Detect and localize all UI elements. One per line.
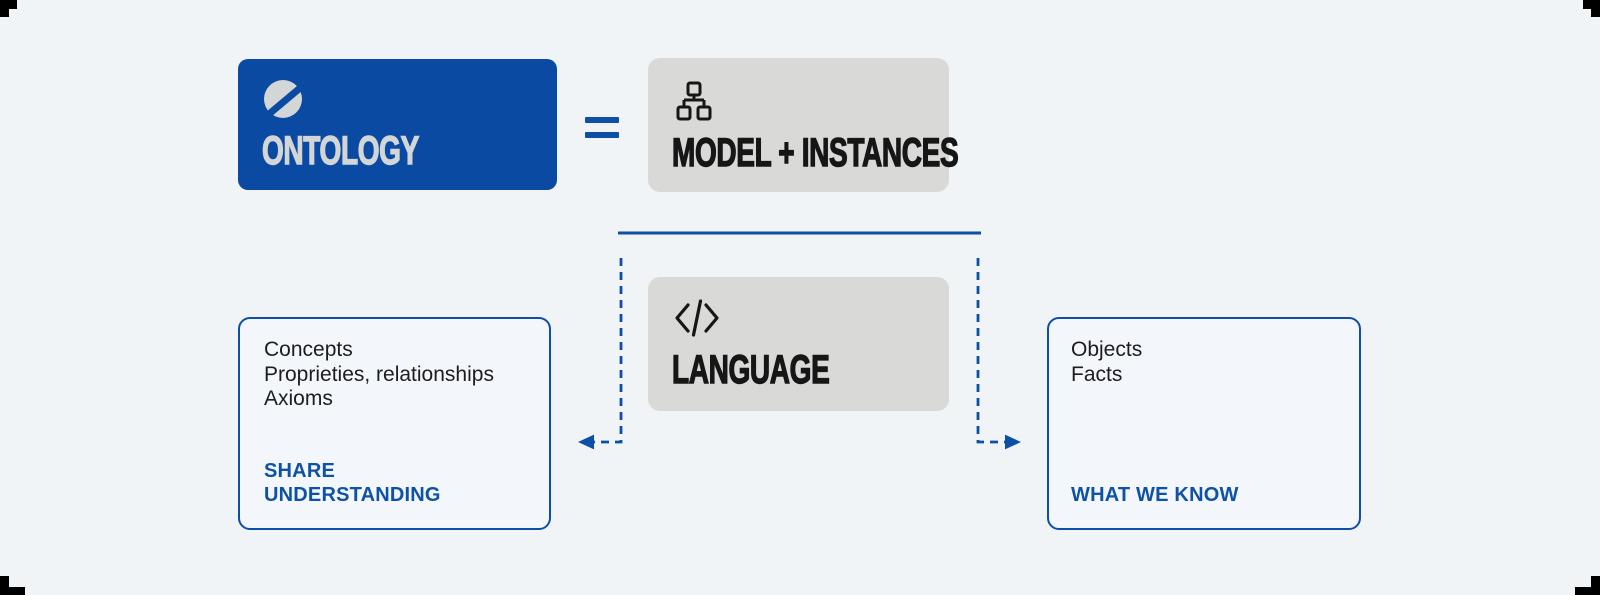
right-arrowhead-icon	[1005, 434, 1021, 450]
list-item: Concepts	[264, 338, 353, 361]
list-item: Objects	[1071, 338, 1143, 361]
list-item: Axioms	[264, 387, 333, 410]
share-understanding-label: SHARE UNDERSTANDING	[264, 460, 441, 506]
model-instances-label: MODEL + INSTANCES	[672, 131, 960, 175]
language-label: LANGUAGE	[672, 348, 831, 392]
what-we-know-label: WHAT WE KNOW	[1071, 484, 1239, 506]
what-we-know-box: Objects Facts WHAT WE KNOW	[1047, 317, 1361, 530]
share-understanding-box: Concepts Proprieties, relationships Axio…	[238, 317, 551, 530]
list-item: Facts	[1071, 362, 1123, 386]
ontology-box: ONTOLOGY	[238, 59, 557, 190]
right-box-lines: Objects Facts	[1071, 338, 1345, 387]
code-icon	[672, 299, 722, 342]
ontology-label: ONTOLOGY	[262, 129, 420, 173]
left-box-lines: Concepts Proprieties, relationships Axio…	[264, 338, 535, 412]
ontology-logo-icon	[262, 79, 304, 124]
equals-icon	[585, 117, 619, 138]
left-dashed-connector	[594, 258, 623, 444]
list-item: Proprieties, relationships	[264, 362, 494, 386]
model-instances-box: MODEL + INSTANCES	[648, 58, 959, 192]
hierarchy-icon	[674, 81, 714, 127]
language-box: LANGUAGE	[648, 277, 949, 411]
left-arrowhead-icon	[578, 434, 594, 450]
right-dashed-connector	[976, 258, 1005, 444]
